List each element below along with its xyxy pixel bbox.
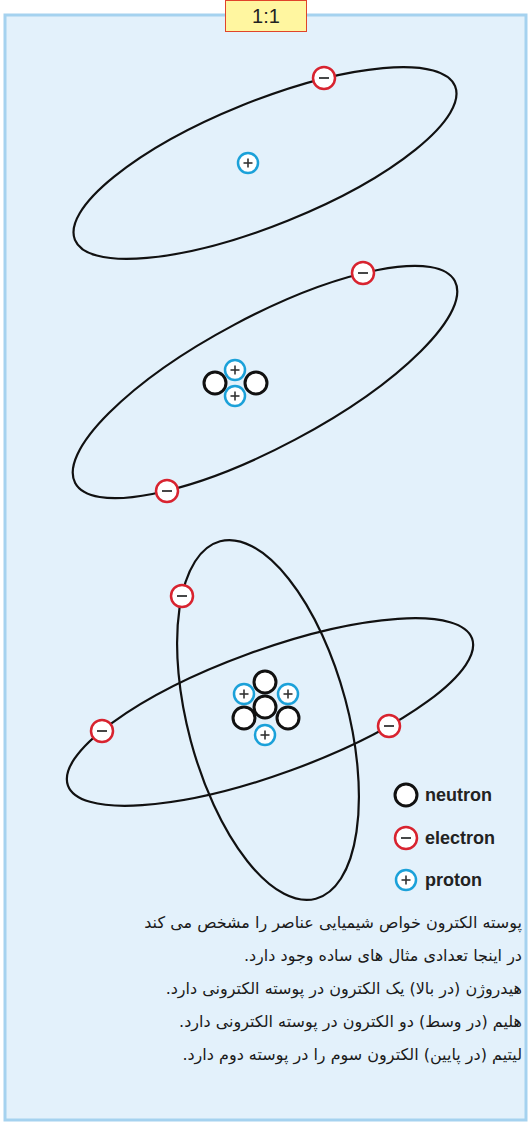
neutron-symbol bbox=[254, 671, 276, 693]
neutron-symbol bbox=[245, 372, 267, 394]
proton-symbol bbox=[238, 153, 258, 173]
neutron-symbol bbox=[254, 696, 276, 718]
electron-symbol bbox=[378, 715, 400, 737]
note-line: پوسته الکترون خواص شیمیایی عناصر را مشخص… bbox=[10, 906, 522, 939]
electron-shell bbox=[47, 580, 493, 844]
electron-symbol bbox=[352, 262, 374, 284]
proton-symbol bbox=[278, 684, 298, 704]
proton-symbol bbox=[225, 360, 245, 380]
proton-symbol bbox=[225, 386, 245, 406]
electron-shell bbox=[45, 224, 486, 541]
legend-sample bbox=[396, 870, 416, 890]
legend-sample bbox=[395, 827, 417, 849]
electron-symbol bbox=[91, 720, 113, 742]
legend-label: proton bbox=[425, 869, 482, 891]
title-text: 1:1 bbox=[252, 5, 280, 28]
proton-symbol bbox=[234, 684, 254, 704]
electron-symbol bbox=[171, 585, 193, 607]
note-line: در اینجا تعدادی مثال های ساده وجود دارد. bbox=[10, 939, 522, 972]
note-line: لیتیم (در پایین) الکترون سوم را در پوسته… bbox=[10, 1038, 522, 1071]
neutron-symbol bbox=[233, 707, 255, 729]
electron-symbol bbox=[156, 480, 178, 502]
neutron-symbol bbox=[204, 372, 226, 394]
caption-block: پوسته الکترون خواص شیمیایی عناصر را مشخص… bbox=[10, 906, 522, 1071]
note-line: هلیم (در وسط) دو الکترون در پوسته الکترو… bbox=[10, 1005, 522, 1038]
legend-sample bbox=[395, 784, 417, 806]
electron-symbol bbox=[313, 67, 335, 89]
background-panel bbox=[5, 15, 526, 1120]
legend-label: electron bbox=[425, 827, 495, 849]
legend-label: neutron bbox=[425, 784, 492, 806]
electron-shell bbox=[143, 521, 393, 920]
title-box: 1:1 bbox=[225, 0, 307, 32]
electron-shell bbox=[52, 29, 479, 298]
note-line: هیدروژن (در بالا) یک الکترون در پوسته ال… bbox=[10, 972, 522, 1005]
neutron-symbol bbox=[277, 707, 299, 729]
proton-symbol bbox=[255, 725, 275, 745]
